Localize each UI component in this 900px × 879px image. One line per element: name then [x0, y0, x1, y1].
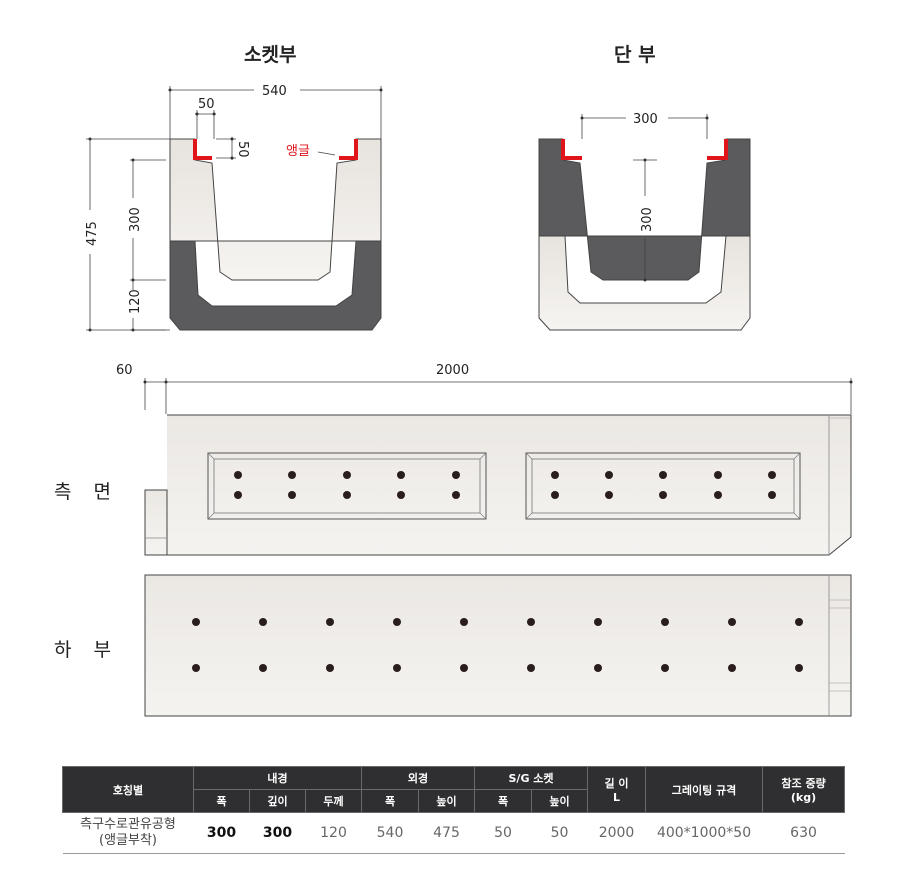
- th-grating: 그레이팅 규격: [645, 766, 764, 813]
- socket-body-light: [169, 138, 382, 281]
- dim-socket-lip-height: 50: [235, 141, 250, 158]
- socket-body-dark: [169, 240, 382, 331]
- socket-cross-section: [169, 138, 382, 331]
- th-outer-height: 높이: [418, 789, 476, 813]
- th-sg-height: 높이: [531, 789, 589, 813]
- table-row: 측구수로관유공형(앵글부착) 300 300 120 540 475 50 50…: [62, 812, 845, 854]
- dim-socket-base: 120: [128, 289, 143, 314]
- side-view-body: [144, 414, 852, 556]
- th-weight-sub: (kg): [790, 791, 817, 804]
- end-section-title: 단 부: [614, 44, 656, 66]
- side-panel-right: [525, 452, 801, 520]
- th-outer-width: 폭: [361, 789, 420, 813]
- td-name-line1: 측구수로관유공형: [80, 817, 176, 832]
- td-outer-height: 475: [418, 812, 475, 854]
- th-sg-width: 폭: [474, 789, 533, 813]
- side-panel-left: [207, 452, 487, 520]
- th-weight: 참조 중량(kg): [762, 766, 846, 813]
- end-cross-section: [538, 138, 751, 331]
- th-name: 호칭별: [62, 766, 194, 813]
- socket-angle-left: [193, 139, 212, 160]
- td-outer-width: 540: [361, 812, 419, 854]
- socket-angle-right: [339, 139, 358, 160]
- bottom-holes: [192, 618, 803, 672]
- end-dimension-lines: [581, 114, 708, 280]
- dim-offset: 60: [116, 363, 133, 378]
- th-length-sub: L: [613, 791, 621, 804]
- th-inner: 내경: [192, 766, 363, 790]
- th-length-main: 길 이: [604, 777, 629, 790]
- td-inner-depth: 300: [249, 812, 306, 854]
- th-inner-thick: 두께: [304, 789, 363, 813]
- td-length: 2000: [587, 812, 646, 854]
- th-sg-socket: S/G 소켓: [474, 766, 589, 790]
- td-inner-thick: 120: [305, 812, 362, 854]
- td-grating: 400*1000*50: [645, 812, 763, 854]
- dim-length: 2000: [436, 363, 469, 378]
- end-body-light: [538, 235, 751, 331]
- td-name: 측구수로관유공형(앵글부착): [62, 812, 194, 854]
- end-dimension-ticks: [580, 116, 709, 282]
- td-sg-width: 50: [474, 812, 532, 854]
- td-name-line2: (앵글부착): [99, 833, 157, 848]
- drawing-canvas: 540 50 50 475 300 120 앵글 300 300 60 2000: [85, 84, 853, 717]
- length-dimension-lines: [144, 378, 852, 414]
- side-view-label: 측 면: [54, 481, 119, 503]
- dim-end-inner-depth: 300: [640, 207, 655, 232]
- side-view: [144, 414, 852, 556]
- end-angle-right: [707, 139, 728, 160]
- angle-label: 앵글: [286, 144, 310, 159]
- td-weight: 630: [762, 812, 845, 854]
- th-inner-width: 폭: [193, 789, 250, 813]
- td-inner-width: 300: [193, 812, 250, 854]
- td-sg-height: 50: [531, 812, 588, 854]
- socket-dimension-ticks: [88, 88, 383, 332]
- th-inner-depth: 깊이: [249, 789, 306, 813]
- dim-end-inner-width: 300: [633, 112, 658, 127]
- bottom-view: [144, 574, 852, 717]
- end-body-dark: [538, 138, 751, 281]
- length-dimension-ticks: [143, 380, 853, 384]
- side-holes: [234, 471, 776, 499]
- dim-socket-lip-width: 50: [198, 97, 215, 112]
- th-weight-main: 참조 중량: [781, 777, 826, 790]
- dim-socket-width: 540: [262, 84, 287, 99]
- end-angle-left: [561, 139, 582, 160]
- th-outer: 외경: [361, 766, 476, 790]
- socket-section-title: 소켓부: [244, 44, 297, 66]
- bottom-view-label: 하 부: [54, 639, 119, 661]
- table-subheader-row: 폭 깊이 두께 폭 높이 폭 높이: [63, 789, 845, 813]
- dim-socket-height: 475: [85, 221, 100, 246]
- dim-socket-inner-depth: 300: [128, 207, 143, 232]
